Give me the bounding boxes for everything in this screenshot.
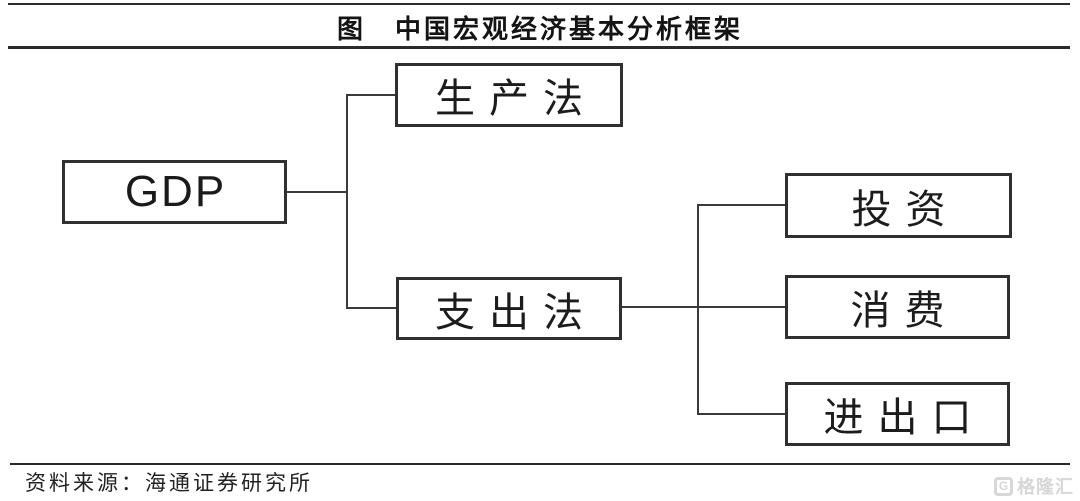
bottom-rule	[10, 463, 1070, 465]
gelonghui-watermark: G 格隆汇	[994, 473, 1074, 499]
connector-gdp-to-branch	[287, 191, 347, 193]
connector-branch-vertical-right	[697, 204, 699, 415]
connector-to-investment	[699, 204, 785, 206]
connector-to-trade	[699, 413, 785, 415]
node-import-export: 进出口	[785, 382, 1010, 446]
node-consumption: 消费	[785, 275, 1010, 339]
node-investment-label: 投资	[851, 186, 960, 233]
connector-branch-vertical-left	[346, 94, 348, 309]
source-note: 资料来源：海通证券研究所	[25, 471, 313, 495]
node-expenditure-method: 支出法	[396, 277, 622, 340]
gelonghui-logo-icon: G	[994, 476, 1013, 496]
node-gdp-label: GDP	[124, 167, 227, 216]
connector-to-production	[348, 94, 395, 96]
gelonghui-brand-text: 格隆汇	[1017, 477, 1074, 497]
node-production-label: 生产法	[435, 76, 597, 122]
node-import-export-label: 进出口	[823, 395, 986, 441]
title-divider-rule	[8, 46, 1070, 49]
connector-to-expenditure	[348, 307, 396, 309]
top-rule	[8, 3, 1070, 5]
node-production-method: 生产法	[395, 63, 623, 127]
node-gdp: GDP	[62, 160, 287, 224]
figure-title: 图 中国宏观经济基本分析框架	[336, 15, 743, 45]
connector-expenditure-to-consumption	[622, 306, 785, 308]
node-expenditure-label: 支出法	[435, 289, 597, 336]
node-consumption-label: 消费	[850, 288, 959, 334]
node-investment: 投资	[785, 173, 1012, 238]
